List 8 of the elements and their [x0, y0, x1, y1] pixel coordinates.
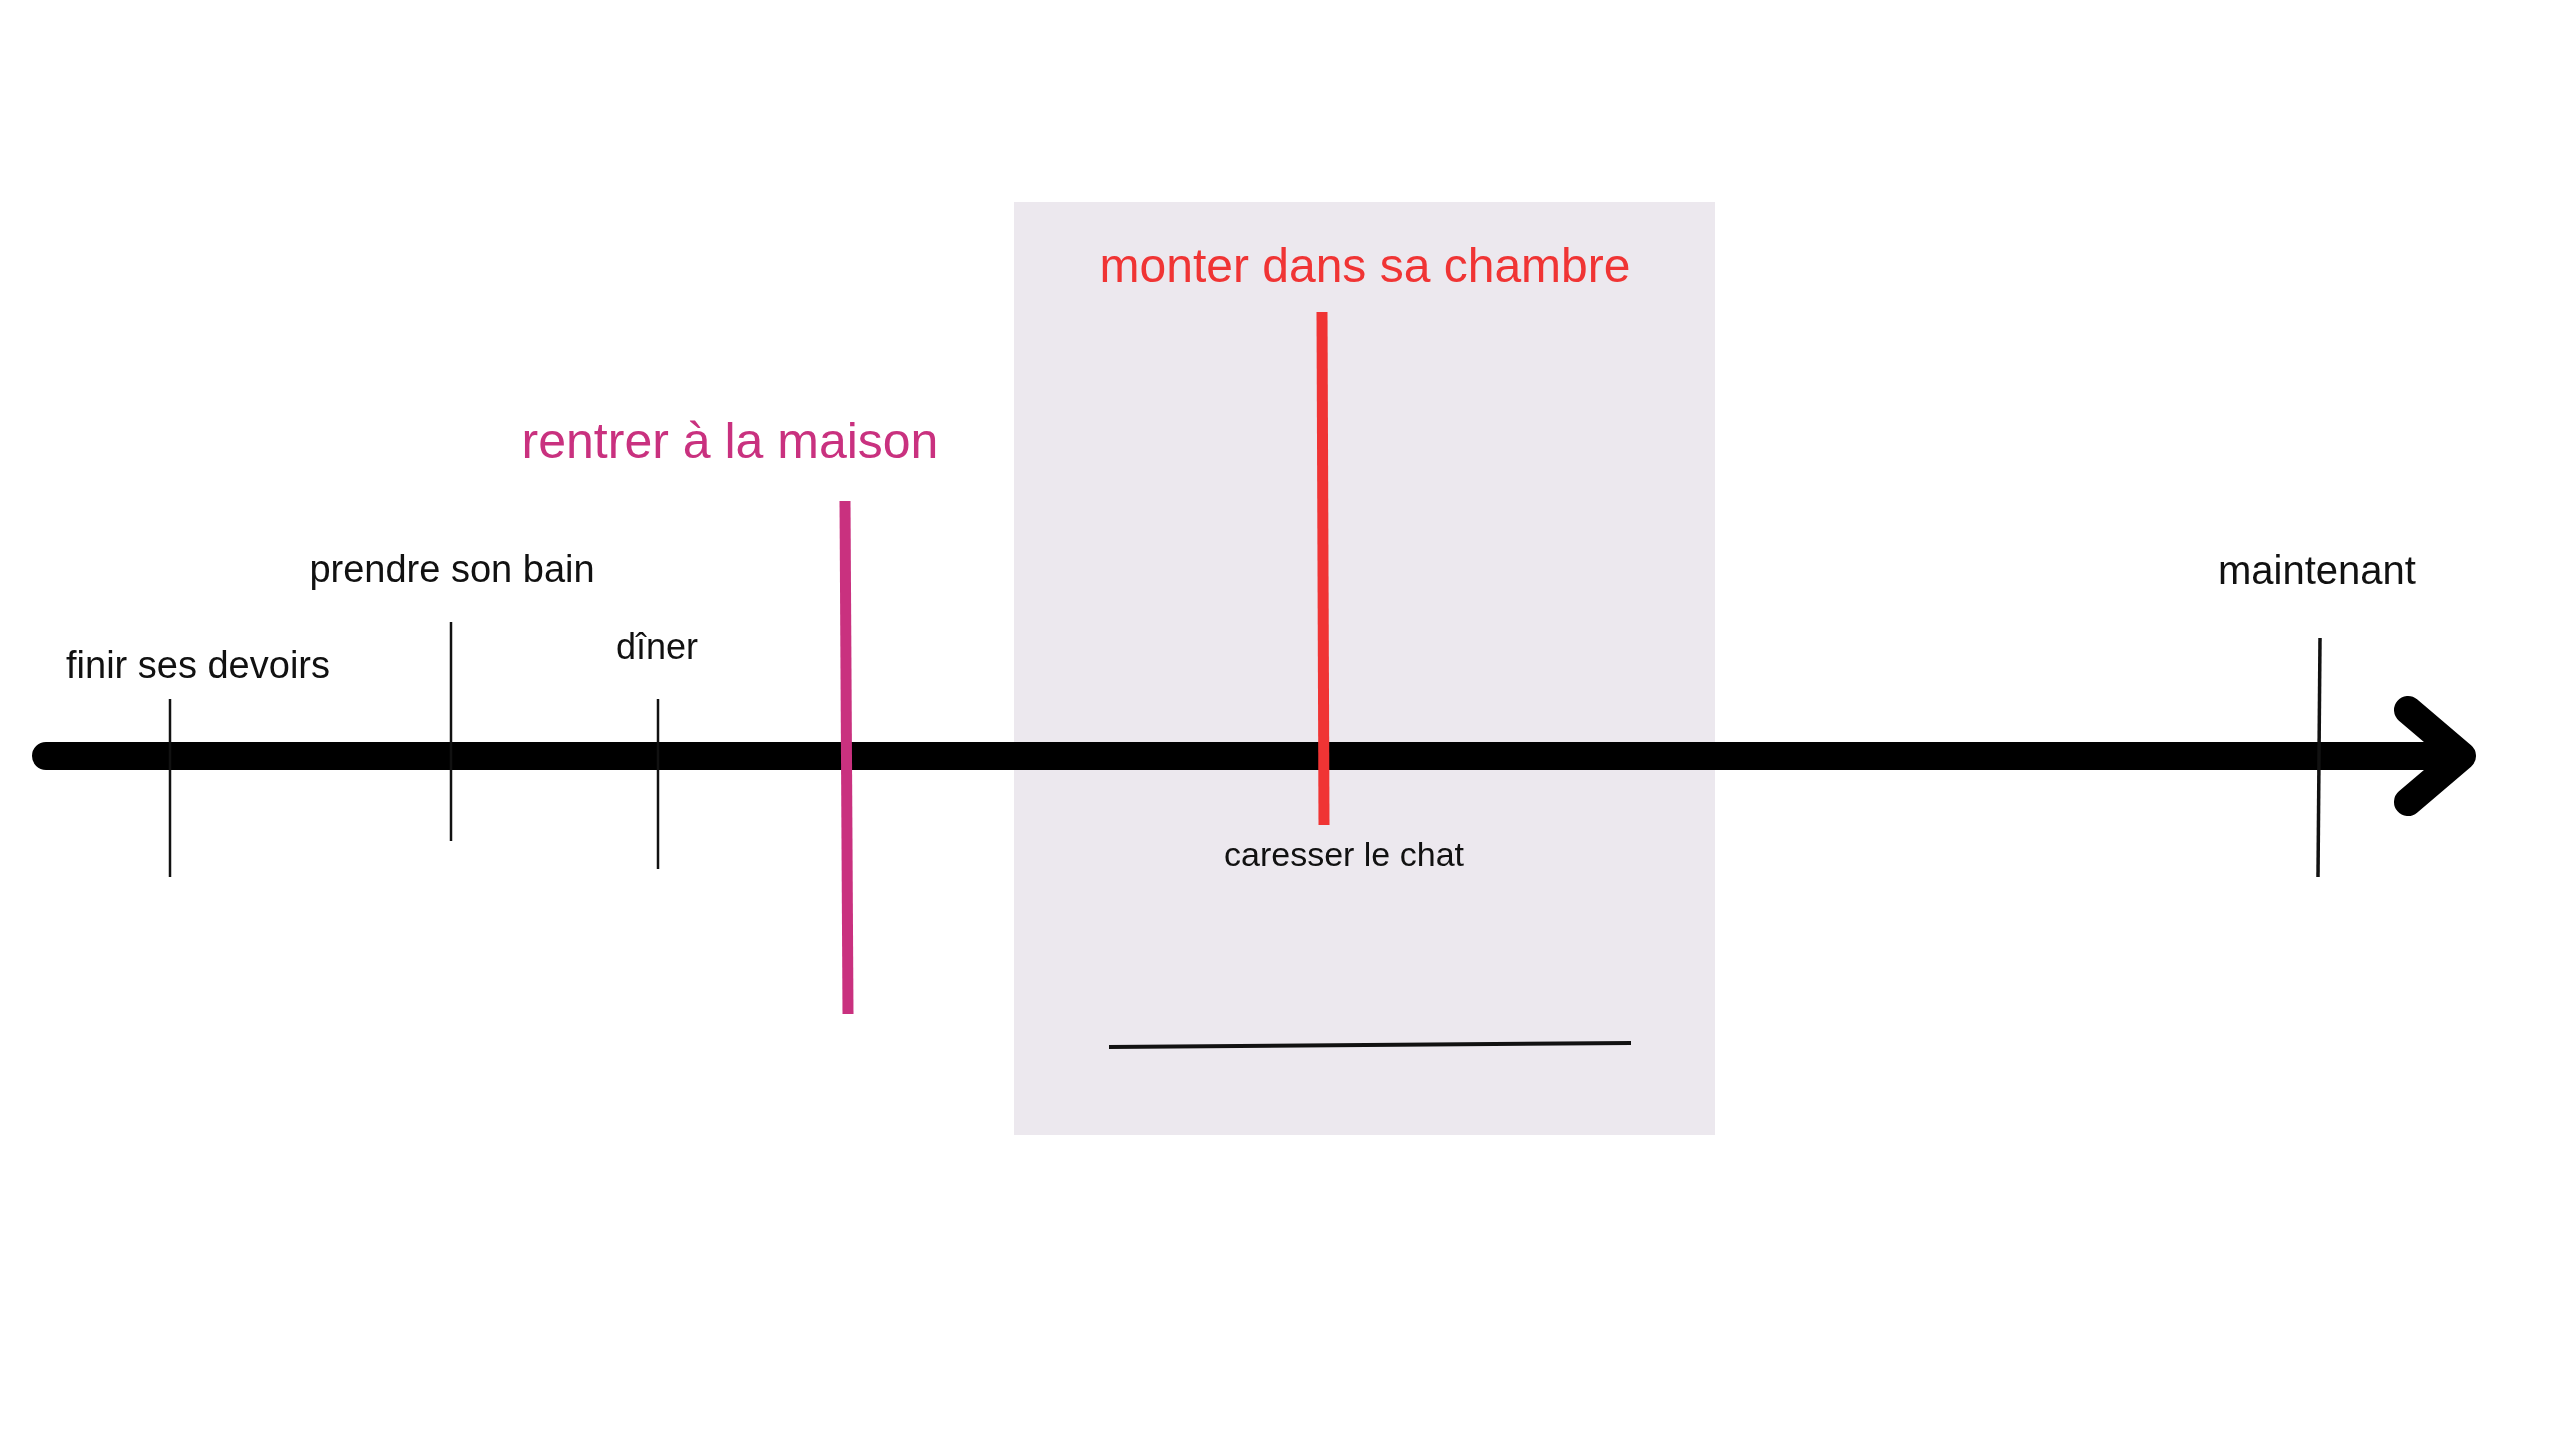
- event-label: finir ses devoirs: [66, 643, 330, 687]
- highlighted-event-label: rentrer à la maison: [521, 412, 939, 470]
- shaded-band: [1014, 202, 1715, 1135]
- event-label: caresser le chat: [1224, 834, 1464, 874]
- event-label: prendre son bain: [309, 547, 595, 591]
- event-label: maintenant: [2218, 547, 2416, 593]
- event-label: dîner: [615, 626, 699, 668]
- highlighted-event-label: monter dans sa chambre: [1099, 237, 1631, 293]
